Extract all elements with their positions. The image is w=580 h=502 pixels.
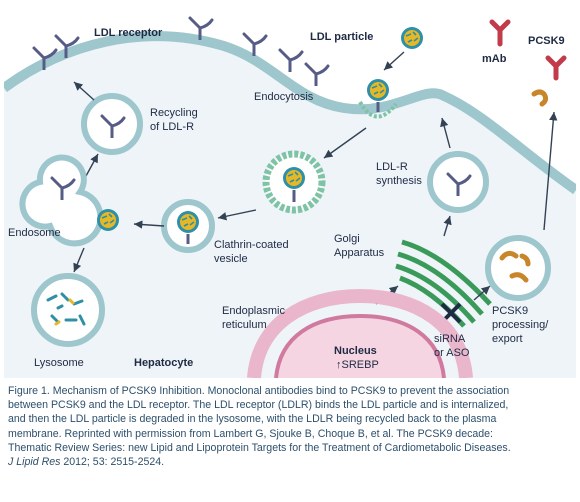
label-endocytosis: Endocytosis [254,91,314,103]
mab-icon [489,19,511,47]
arrow-internalize [323,127,367,159]
label-lysosome: Lysosome [34,357,84,369]
label-srebp: ↑SREBP [336,359,379,371]
caption-line: Figure 1. Mechanism of PCSK9 Inhibition.… [8,385,510,397]
caption-citation: 2012; 53: 2515-2524. [60,456,165,469]
arrow-from-golgi [443,215,452,237]
label-golgi-2: Apparatus [334,247,385,259]
label-mab: mAb [482,53,507,65]
caption-line: between PCSK9 and the LDL receptor. The … [8,399,509,412]
label-ldlr-synthesis-1: LDL-R [376,161,408,173]
pcsk9-icon [531,89,549,107]
label-recycling-2: of LDL-R [150,121,194,133]
label-golgi-1: Golgi [334,233,360,245]
label-ldlr-synthesis-2: synthesis [376,175,422,187]
label-hepatocyte: Hepatocyte [134,357,193,369]
label-pcsk9-processing-1: PCSK9 [492,305,528,317]
caption-line: and then the LDL particle is degraded in… [8,413,497,426]
pcsk9-icon [499,250,531,283]
arrow-uncoat [217,209,257,221]
ldl-particle-icon [176,210,200,234]
plasma-membrane [4,31,576,195]
ldl-particle-icon [282,166,306,190]
label-clathrin-2: vesicle [214,253,248,265]
caption-journal: J Lipid Res [8,456,61,469]
caption-line: membrane. Reprinted with permission from… [8,427,494,440]
label-sirna-1: siRNA [434,333,466,345]
arrow-binding [383,51,405,71]
arrow-export [543,111,558,231]
arrow-to-lysosome [73,247,85,273]
arrow-to-membrane [440,117,451,149]
figure-caption: Figure 1. Mechanism of PCSK9 Inhibition.… [8,384,572,469]
label-ldl-particle: LDL particle [310,31,373,43]
arrow-to-processing [473,285,491,301]
nucleus [274,313,446,378]
ldl-particle-icon [400,26,424,50]
label-pcsk9: PCSK9 [528,35,565,47]
label-er-1: Endoplasmic [222,305,285,317]
arrow-to-recycle [85,153,99,177]
endocytosis-pit [358,78,398,119]
ldl-particle-icon [96,208,120,232]
degraded-fragments-icon [46,292,86,326]
label-er-2: reticulum [222,319,267,331]
label-clathrin-1: Clathrin-coated [214,239,289,251]
endoplasmic-reticulum [247,288,473,378]
endosome [19,154,104,247]
pcsk9-vesicle [485,235,551,301]
label-pcsk9-processing-3: export [492,333,523,345]
label-recycling-1: Recycling [150,107,198,119]
arrow-endosome [133,220,165,229]
pcsk9-mechanism-diagram: LDL receptor LDL particle mAb PCSK9 Recy… [4,4,576,378]
label-sirna-2: or ASO [434,347,470,359]
label-endosome: Endosome [8,227,61,239]
arrow-recycle [73,81,95,101]
antibody-icon [545,55,567,81]
caption-line: Thematic Review Series: new Lipid and Li… [8,441,511,454]
label-pcsk9-processing-2: processing/ [492,319,549,331]
lysosome [31,273,105,347]
label-ldl-receptor: LDL receptor [94,27,163,39]
label-nucleus: Nucleus [334,345,377,357]
